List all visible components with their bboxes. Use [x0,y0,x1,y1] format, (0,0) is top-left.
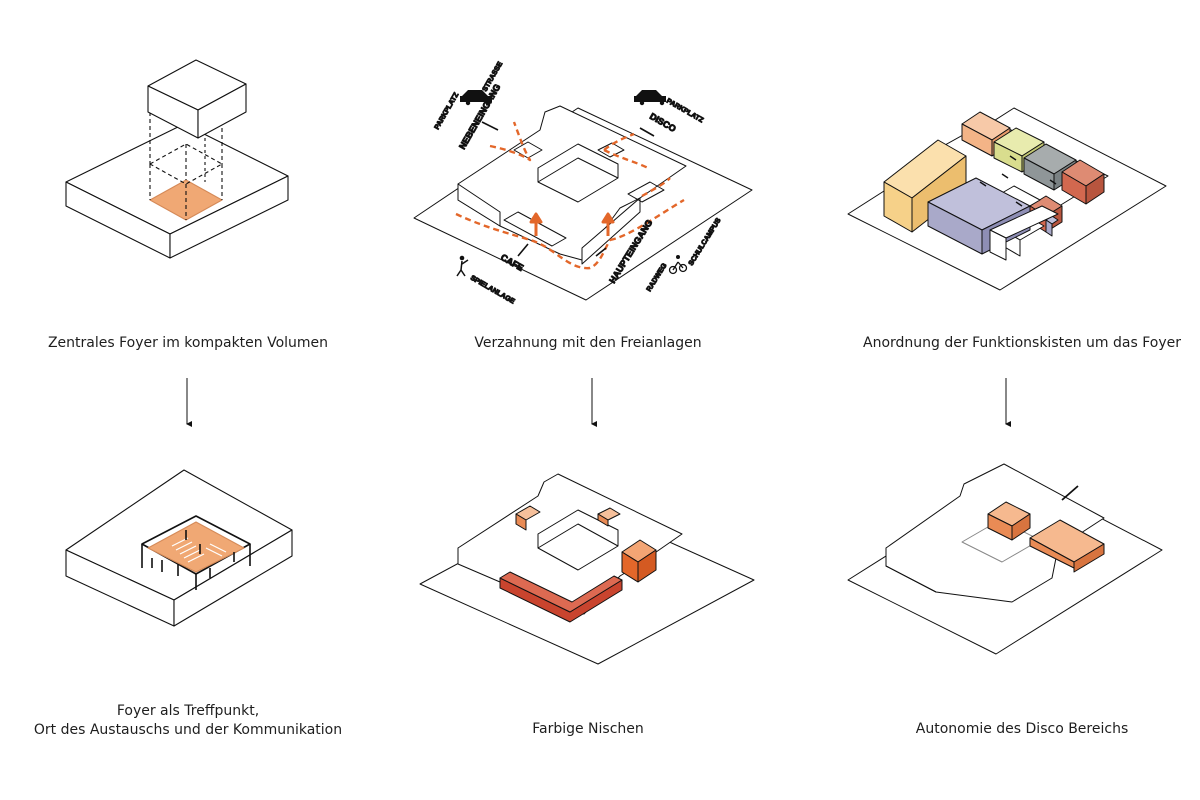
caption-foyer-line2: Ort des Austauschs und der Kommunikation [33,722,343,738]
people-icons [151,530,235,578]
caption-colored-niches: Farbige Nischen [532,721,644,737]
entry-arrows [529,212,615,236]
label-spielanlage: SPIELANLAGE [469,275,516,306]
foyer-floor [147,521,245,573]
diagram-colored-niches [419,473,755,665]
box-right [197,83,247,139]
caption-function-boxes: Anordnung der Funktionskisten um das Foy… [863,335,1181,351]
diagram-site-plan: PARKPLATZ STRASSE NEBENEINGANG DISCO PAR… [413,60,753,306]
label-parkplatz-left: PARKPLATZ [434,91,461,131]
label-disco: DISCO [648,111,678,134]
diagram-compact-volume [65,59,289,259]
diagram-disco-autonomy [847,463,1163,655]
diagram-function-boxes [847,107,1167,291]
car-icon-2 [634,90,666,106]
diagram-foyer-meeting [65,469,293,627]
caption-compact-volume: Zentrales Foyer im kompakten Volumen [47,335,329,351]
label-schulcampus: SCHULCAMPUS [688,217,723,267]
cafe-terrace [503,211,567,247]
disco-entry-arrow [1061,485,1079,501]
caption-disco-autonomy: Autonomie des Disco Bereichs [915,721,1129,737]
child-playing-icon [456,255,469,277]
down-arrows [186,378,1011,427]
pointer-lines [481,121,655,257]
label-radweg: RADWEG [646,262,669,293]
label-cafe: CAFE [499,252,525,273]
caption-foyer-meeting: Foyer als Treffpunkt, Ort des Austauschs… [8,702,368,740]
plinth-right [173,529,293,627]
access-paths [455,121,685,270]
plinth-right [169,175,289,259]
caption-site-integration: Verzahnung mit den Freianlagen [474,335,702,351]
bicycle-icon [668,255,688,275]
small-arrows [979,155,1057,207]
caption-foyer-line1: Foyer als Treffpunkt, [116,703,260,719]
car-icon [460,90,492,106]
